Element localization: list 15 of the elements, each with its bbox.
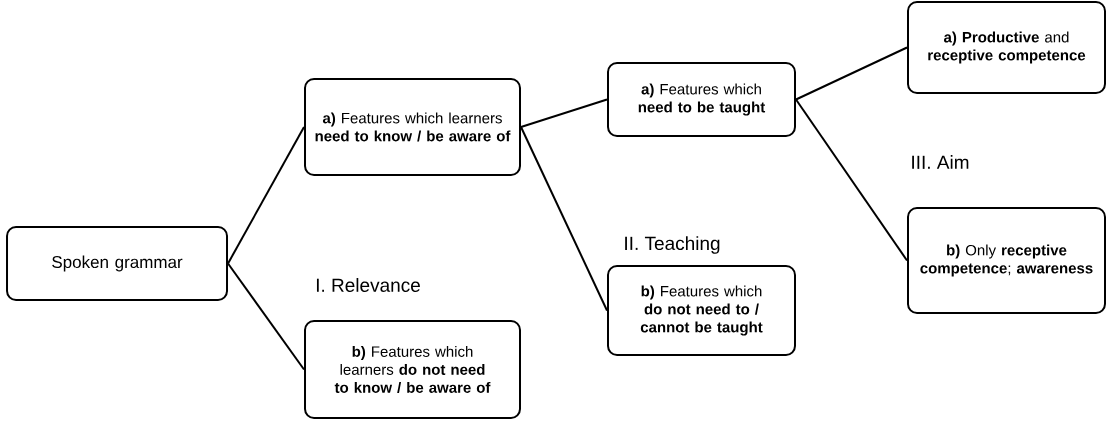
process-box: b) Features which learners do not need to know / be aware of [304, 320, 521, 419]
process-box: a) Features which learners need to know / be aware of [304, 78, 521, 176]
connector-line [227, 262, 305, 371]
connector-line [520, 126, 608, 312]
level-label: III. Aim [912, 155, 969, 169]
process-box: a) Productive and receptive competence [907, 1, 1106, 94]
connector-line [520, 98, 608, 128]
process-box: a) Features which need to be taught [607, 62, 796, 137]
connector-line [795, 46, 908, 101]
process-box: Spoken grammar [6, 226, 228, 301]
process-box: b) Only receptive competence; awareness [907, 207, 1106, 314]
connector-line [795, 98, 908, 262]
connector-line [227, 126, 305, 265]
level-label: I. Relevance [316, 278, 420, 292]
process-box: b) Features which do not need to / cannot be taught [607, 265, 796, 356]
